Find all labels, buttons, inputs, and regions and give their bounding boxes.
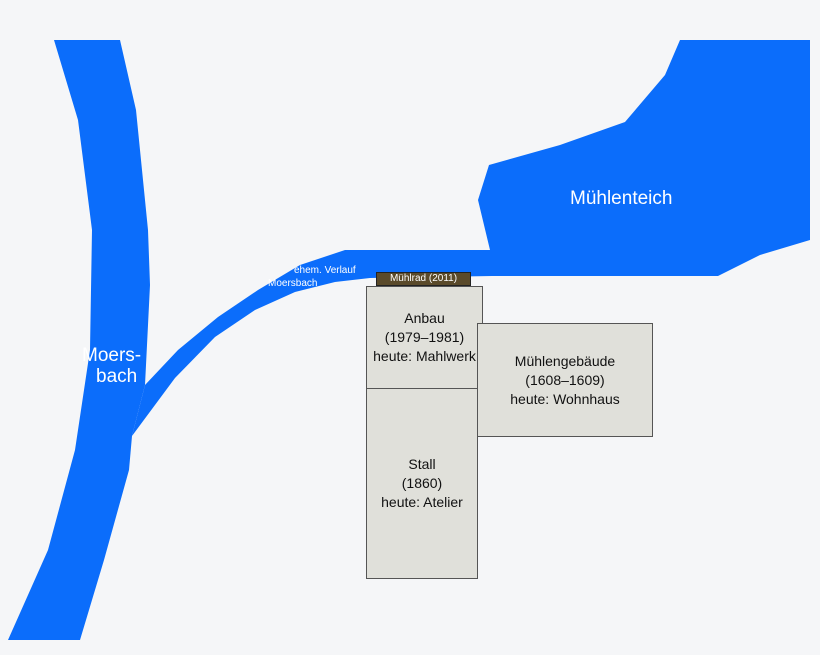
building-main: Mühlengebäude (1608–1609) heute: Wohnhau… [477, 323, 653, 437]
stall-years: (1860) [401, 475, 443, 491]
anbau-name: Anbau [404, 310, 445, 326]
mill-pond [478, 40, 810, 276]
anbau-use: heute: Mahlwerk [373, 348, 476, 364]
main-years: (1608–1609) [525, 371, 605, 388]
former-course-channel [132, 250, 492, 436]
stall-use: heute: Atelier [381, 494, 463, 510]
mill-wheel: Mühlrad (2011) [376, 272, 471, 286]
anbau-years: (1979–1981) [384, 329, 465, 345]
main-use: heute: Wohnhaus [510, 390, 620, 407]
pond-label: Mühlenteich [570, 188, 673, 209]
old-course-label-line2: Moersbach [268, 278, 318, 289]
main-name: Mühlengebäude [514, 352, 616, 369]
building-anbau: Anbau (1979–1981) heute: Mahlwerk [366, 286, 483, 389]
stream-label-line1: Moers- [82, 345, 142, 366]
moersbach-stream [8, 40, 150, 640]
stream-label-line2: bach [96, 366, 138, 387]
building-stall: Stall (1860) heute: Atelier [366, 388, 478, 579]
old-course-label-line1: ehem. Verlauf [294, 265, 356, 276]
stall-name: Stall [408, 456, 436, 472]
